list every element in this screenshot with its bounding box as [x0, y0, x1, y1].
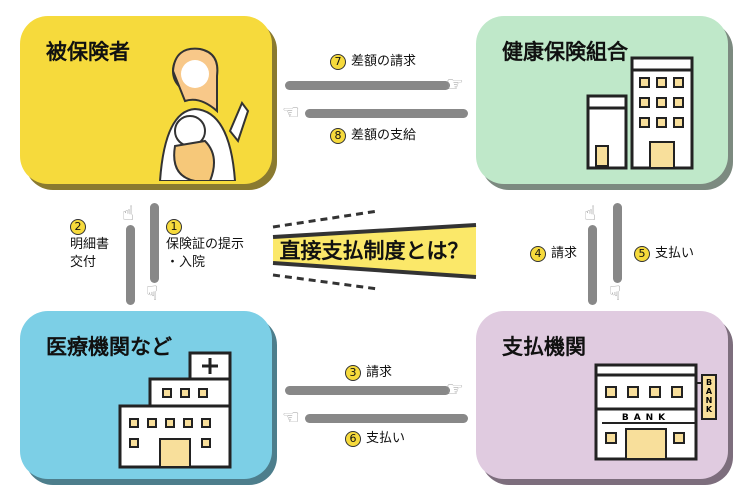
pointing-hand-down-icon: ☟ [609, 281, 622, 305]
banner-shape [272, 209, 477, 291]
bank-sign: BANK [622, 413, 670, 423]
insured-box: 被保険者 [20, 16, 272, 184]
insured-title: 被保険者 [46, 40, 130, 64]
arrow-6-bar [305, 414, 468, 423]
payer-title: 支払機関 [502, 335, 586, 359]
arrow-7-bar [285, 81, 450, 90]
pointing-hand-right-icon: ☞ [446, 72, 464, 96]
pointing-hand-left-icon: ☜ [282, 405, 300, 429]
arrow-8-bar [305, 109, 468, 118]
arrow-2-bar [126, 225, 135, 305]
pointing-hand-up-icon: ☝ [584, 201, 597, 225]
insurer-title: 健康保険組合 [502, 40, 628, 64]
banner-title: 直接支払制度とは？ [279, 239, 469, 263]
mother-baby-illustration [158, 47, 250, 181]
arrow-4-bar [588, 225, 597, 305]
hospital-building-icon [118, 351, 232, 469]
arrow-3-bar [285, 386, 450, 395]
office-building-icon [586, 56, 694, 170]
title-banner: 直接支払制度とは？ [268, 205, 480, 295]
pointing-hand-down-icon: ☟ [146, 281, 159, 305]
hospital-title: 医療機関など [46, 335, 172, 359]
arrow-1-bar [150, 203, 159, 283]
arrow-5-bar [613, 203, 622, 283]
pointing-hand-left-icon: ☜ [282, 100, 300, 124]
pointing-hand-right-icon: ☞ [446, 377, 464, 401]
insurer-box: 健康保険組合 [476, 16, 728, 184]
hospital-box: 医療機関など [20, 311, 272, 479]
pointing-hand-up-icon: ☝ [122, 201, 135, 225]
